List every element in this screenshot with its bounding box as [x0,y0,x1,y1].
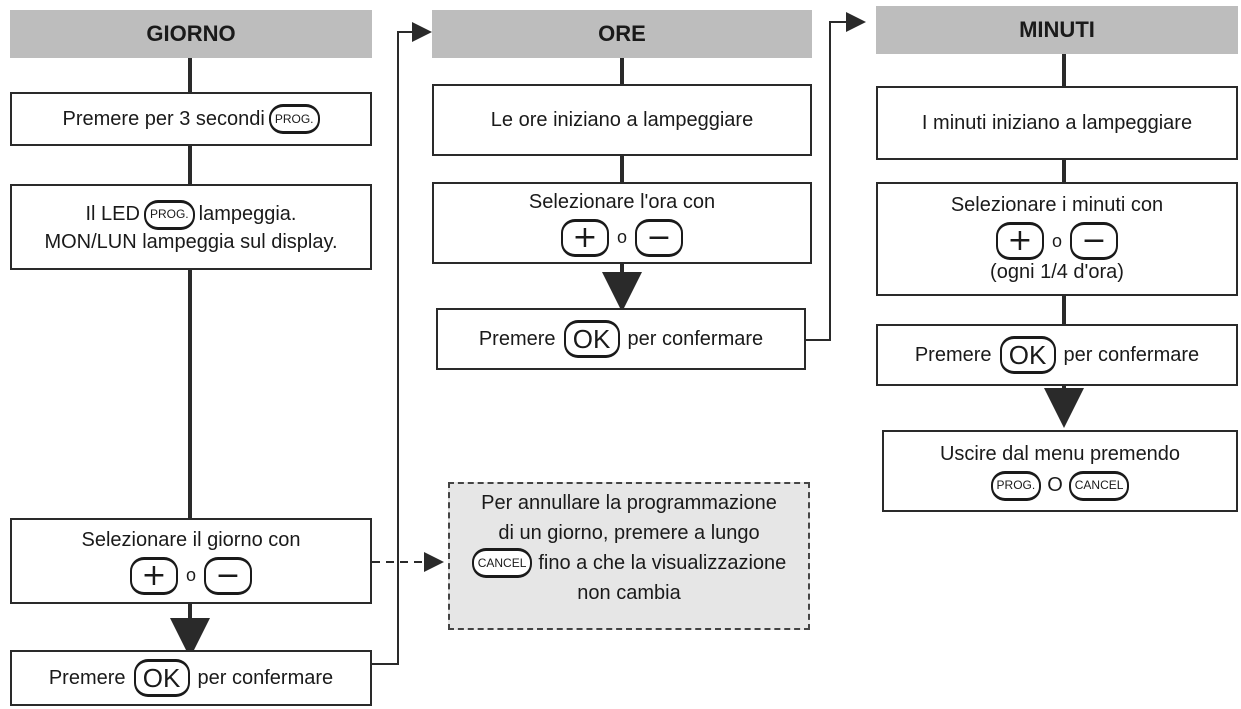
giorno-step-4-pre: Premere [48,666,126,689]
minus-key-icon: − [204,556,252,595]
prog-key-icon: PROG. [268,104,320,134]
ore-step-2-text: Selezionare l'ora con [528,190,716,213]
cancel-key-icon: CANCEL [1068,470,1130,501]
giorno-step-4: Premere OK per confermare [10,650,372,706]
ore-step-1-text: Le ore iniziano a lampeggiare [490,108,754,131]
or-label: o [185,565,196,586]
giorno-step-2: Il LED PROG. lampeggia. MON/LUN lampeggi… [10,184,372,270]
giorno-step-1-text: Premere per 3 secondi [62,107,265,130]
giorno-step-3-text: Selezionare il giorno con [81,528,301,551]
prog-key-icon: PROG. [990,470,1042,501]
minuti-step-2-note: (ogni 1/4 d'ora) [990,261,1124,283]
minuti-step-2: Selezionare i minuti con + o − (ogni 1/4… [876,182,1238,296]
giorno-step-4-post: per confermare [197,666,334,689]
ore-step-3-post: per confermare [627,327,764,350]
ok-key-icon: OK [133,659,190,697]
header-minuti: MINUTI [876,6,1238,54]
ore-step-3-pre: Premere [478,327,556,350]
giorno-step-2-line2: MON/LUN lampeggia sul display. [44,230,338,253]
minuti-step-4: Uscire dal menu premendo PROG. O CANCEL [882,430,1238,512]
giorno-to-ore-arrow [372,22,432,665]
minuti-step-3-post: per confermare [1063,343,1200,366]
minuti-step-1-text: I minuti iniziano a lampeggiare [921,111,1193,134]
plus-key-icon: + [560,218,609,257]
plus-key-icon: + [129,556,178,595]
minus-key-icon: − [635,218,683,257]
giorno-step-2-pre: Il LED [85,203,140,225]
minuti-step-3-pre: Premere [914,343,992,366]
prog-led-icon: PROG. [143,199,195,230]
ore-step-3: Premere OK per confermare [436,308,806,370]
minuti-step-2-text: Selezionare i minuti con [950,194,1164,216]
giorno-step-3: Selezionare il giorno con + o − [10,518,372,604]
minus-key-icon: − [1070,222,1118,260]
minuti-step-4-text: Uscire dal menu premendo [939,442,1181,465]
giorno-step-1: Premere per 3 secondi PROG. [10,92,372,146]
ok-key-icon: OK [999,336,1056,374]
ore-step-1: Le ore iniziano a lampeggiare [432,84,812,156]
plus-key-icon: + [995,222,1044,260]
header-giorno: GIORNO [10,10,372,58]
note-line-3: fino a che la visualizzazione [538,552,787,574]
or-label: o [1051,230,1062,251]
ore-step-2: Selezionare l'ora con + o − [432,182,812,264]
ok-key-icon: OK [563,320,620,358]
or-label: o [616,227,627,248]
giorno-step-2-post: lampeggia. [198,203,297,225]
note-line-2: di un giorno, premere a lungo [498,522,760,544]
minuti-step-3: Premere OK per confermare [876,324,1238,386]
ore-to-minuti-arrow [806,12,866,341]
note-line-1: Per annullare la programmazione [481,492,777,514]
note-line-4: non cambia [577,582,681,604]
minuti-step-1: I minuti iniziano a lampeggiare [876,86,1238,160]
header-ore: ORE [432,10,812,58]
cancel-key-icon: CANCEL [471,548,533,578]
or-label: O [1047,474,1063,496]
cancel-note: Per annullare la programmazione di un gi… [448,482,810,630]
